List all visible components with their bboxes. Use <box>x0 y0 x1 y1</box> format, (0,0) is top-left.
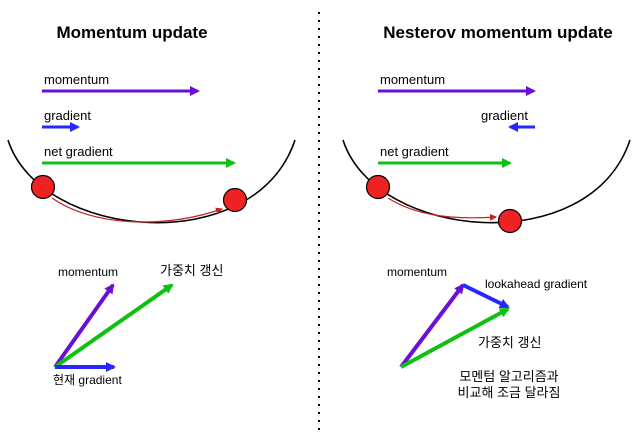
right-start-ball <box>365 174 391 200</box>
left-start-ball <box>30 174 56 200</box>
left-diagram-gradient-label: 현재 gradient <box>53 373 122 387</box>
right-diagram-lookahead-label: lookahead gradient <box>485 277 588 291</box>
left-diagram-update-label: 가중치 갱신 <box>160 263 223 278</box>
left-diagram-update-arrow <box>53 283 174 369</box>
right-panel: Nesterov momentum update momentum gradie… <box>342 23 631 400</box>
right-diagram-lookahead-arrow <box>462 283 510 309</box>
left-diagram-momentum-arrow <box>53 283 115 369</box>
right-diagram-momentum-arrow <box>399 283 465 369</box>
right-gradient-label: gradient <box>481 108 528 123</box>
right-diagram-momentum-label: momentum <box>387 265 447 279</box>
left-gradient-label: gradient <box>44 108 91 123</box>
left-momentum-label: momentum <box>44 72 109 87</box>
right-diagram-update-arrow <box>400 307 510 369</box>
left-net-gradient-label: net gradient <box>44 144 113 159</box>
right-net-gradient-label: net gradient <box>380 144 449 159</box>
right-loss-bowl <box>342 139 631 224</box>
right-title: Nesterov momentum update <box>383 23 613 42</box>
right-note-line1: 모멘텀 알고리즘과 <box>459 369 558 384</box>
left-title: Momentum update <box>56 23 207 42</box>
left-trajectory <box>51 197 223 223</box>
right-note-line2: 비교해 조금 달라짐 <box>458 385 561 400</box>
right-end-ball <box>497 208 523 234</box>
left-panel: Momentum update momentum gradient net gr… <box>7 23 296 387</box>
right-momentum-label: momentum <box>380 72 445 87</box>
right-trajectory <box>387 197 497 221</box>
right-diagram-update-label: 가중치 갱신 <box>478 335 541 350</box>
left-diagram-momentum-label: momentum <box>58 265 118 279</box>
left-end-ball <box>222 187 248 213</box>
